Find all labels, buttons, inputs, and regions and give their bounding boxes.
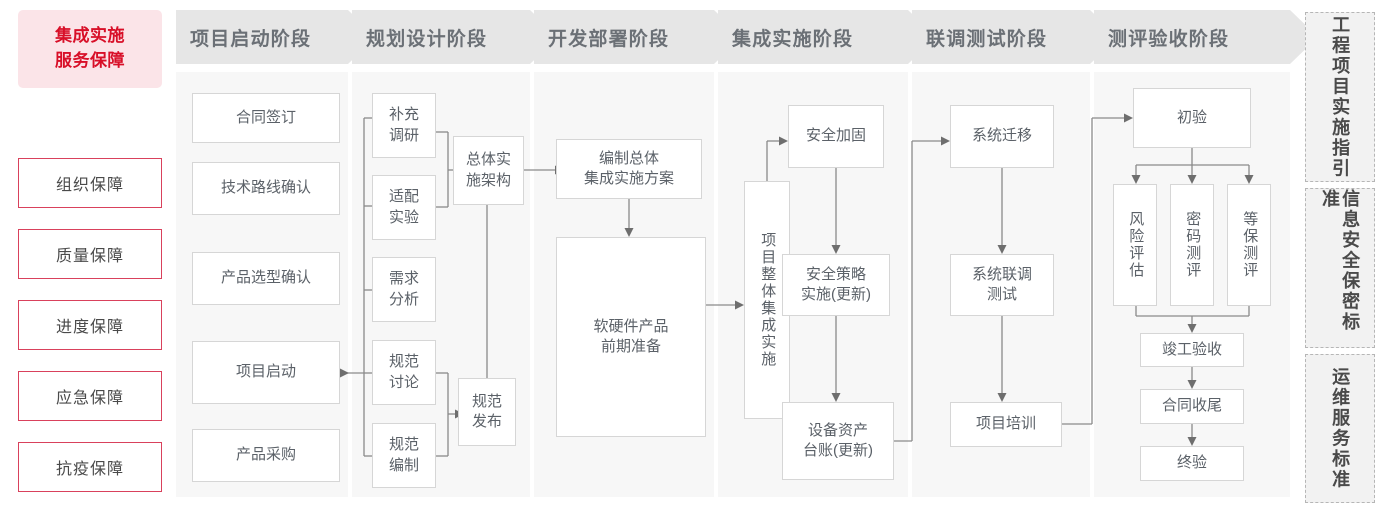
node-label: 规范 讨论 [388,353,419,391]
node-adaptation-test[interactable]: 适配 实验 [372,175,436,240]
node-label: 安全策略 实施(更新) [801,265,871,303]
node-spec-discussion[interactable]: 规范 讨论 [372,340,436,405]
phase-header-p5[interactable]: 联调测试阶段 [912,10,1090,64]
node-final-acceptance[interactable]: 终验 [1140,446,1244,481]
node-security-policy-update[interactable]: 安全策略 实施(更新) [782,254,890,316]
node-label: 产品选型确认 [220,269,311,287]
node-label: 密码测评 [1184,211,1202,279]
phase-header-label: 集成实施阶段 [732,28,854,50]
node-label: 规范 发布 [471,392,502,430]
node-equipment-asset-ledger-update[interactable]: 设备资产 台账(更新) [782,402,894,480]
node-supplementary-survey[interactable]: 补充 调研 [372,93,436,158]
node-contract-signing[interactable]: 合同签订 [192,93,340,143]
standard-panel-engineering-guideline[interactable]: 工程项目实施指引 [1305,12,1375,182]
node-label: 项目启动 [235,363,296,381]
node-label: 初验 [1176,108,1207,126]
node-label: 合同签订 [235,108,296,126]
node-label: 合同收尾 [1161,397,1222,415]
guarantee-label: 进度保障 [55,319,124,336]
node-label: 总体实 施架构 [465,151,511,189]
node-label: 项目培训 [975,415,1036,433]
node-label: 需求 分析 [388,270,419,308]
node-label: 安全加固 [805,127,866,145]
node-project-kickoff[interactable]: 项目启动 [192,341,340,404]
node-label: 终验 [1176,454,1207,472]
node-label: 项目整体集成实施 [759,232,777,368]
node-contract-closure[interactable]: 合同收尾 [1140,389,1244,424]
node-label: 补充 调研 [388,106,419,144]
node-label: 规范 编制 [388,436,419,474]
node-spec-drafting[interactable]: 规范 编制 [372,423,436,488]
node-label: 设备资产 台账(更新) [803,421,873,459]
node-label: 编制总体 集成实施方案 [583,149,674,187]
node-label: 产品采购 [235,446,296,464]
node-label: 等保测评 [1241,211,1259,279]
node-grade-protection-evaluation[interactable]: 等保测评 [1227,184,1271,306]
standard-label: 工程项目实施指引 [1330,15,1351,179]
phase-header-label: 联调测试阶段 [926,28,1048,50]
phase-header-p6[interactable]: 测评验收阶段 [1094,10,1290,64]
node-whole-project-integration[interactable]: 项目整体集成实施 [744,181,790,419]
guarantee-item-emergency[interactable]: 应急保障 [18,371,162,421]
node-preliminary-acceptance[interactable]: 初验 [1133,88,1251,148]
node-project-training[interactable]: 项目培训 [950,402,1062,447]
phase-header-p1[interactable]: 项目启动阶段 [176,10,348,64]
node-label: 技术路线确认 [220,179,311,197]
guarantee-label: 抗疫保障 [55,461,124,478]
node-risk-assessment[interactable]: 风险评估 [1113,184,1157,306]
node-system-joint-debug-test[interactable]: 系统联调 测试 [950,254,1054,316]
node-system-migration[interactable]: 系统迁移 [950,105,1054,168]
service-guarantee-title-line1: 集成实施 [55,26,125,46]
node-label: 软硬件产品 前期准备 [593,317,669,355]
node-compile-overall-integration-plan[interactable]: 编制总体 集成实施方案 [556,139,702,199]
service-guarantee-title-line2: 服务保障 [55,51,125,70]
guarantee-item-organization[interactable]: 组织保障 [18,158,162,208]
node-label: 系统迁移 [971,127,1032,145]
node-hardware-software-preparation[interactable]: 软硬件产品 前期准备 [556,237,706,437]
phase-header-label: 开发部署阶段 [548,28,670,50]
node-label: 风险评估 [1127,211,1145,279]
guarantee-item-quality[interactable]: 质量保障 [18,229,162,279]
standard-label: 运维服务标准 [1330,367,1351,490]
phase-header-p3[interactable]: 开发部署阶段 [534,10,714,64]
standard-panel-ops-service[interactable]: 运维服务标准 [1305,354,1375,503]
phase-header-label: 测评验收阶段 [1108,28,1230,50]
guarantee-item-schedule[interactable]: 进度保障 [18,300,162,350]
phase-header-p4[interactable]: 集成实施阶段 [718,10,908,64]
node-label: 系统联调 测试 [971,265,1032,303]
standard-label: 信息安全保密标准 [1320,189,1361,333]
phase-header-label: 规划设计阶段 [366,28,488,50]
node-requirement-analysis[interactable]: 需求 分析 [372,257,436,322]
node-product-selection-confirm[interactable]: 产品选型确认 [192,252,340,305]
node-label: 适配 实验 [388,188,419,226]
guarantee-label: 组织保障 [55,177,124,194]
guarantee-label: 应急保障 [55,390,124,407]
standard-panel-infosec-confidentiality[interactable]: 信息安全保密标准 [1305,188,1375,348]
node-completion-acceptance[interactable]: 竣工验收 [1140,333,1244,367]
node-cryptography-evaluation[interactable]: 密码测评 [1170,184,1214,306]
service-guarantee-title: 集成实施 服务保障 [18,10,162,88]
guarantee-item-epidemic[interactable]: 抗疫保障 [18,442,162,492]
guarantee-label: 质量保障 [55,248,124,265]
node-security-hardening[interactable]: 安全加固 [788,105,884,168]
node-spec-publication[interactable]: 规范 发布 [458,378,516,446]
node-tech-route-confirm[interactable]: 技术路线确认 [192,162,340,215]
phase-header-label: 项目启动阶段 [190,28,312,50]
node-label: 竣工验收 [1161,340,1222,358]
phase-header-p2[interactable]: 规划设计阶段 [352,10,530,64]
node-product-procurement[interactable]: 产品采购 [192,429,340,482]
node-overall-implementation-architecture[interactable]: 总体实 施架构 [453,136,524,205]
